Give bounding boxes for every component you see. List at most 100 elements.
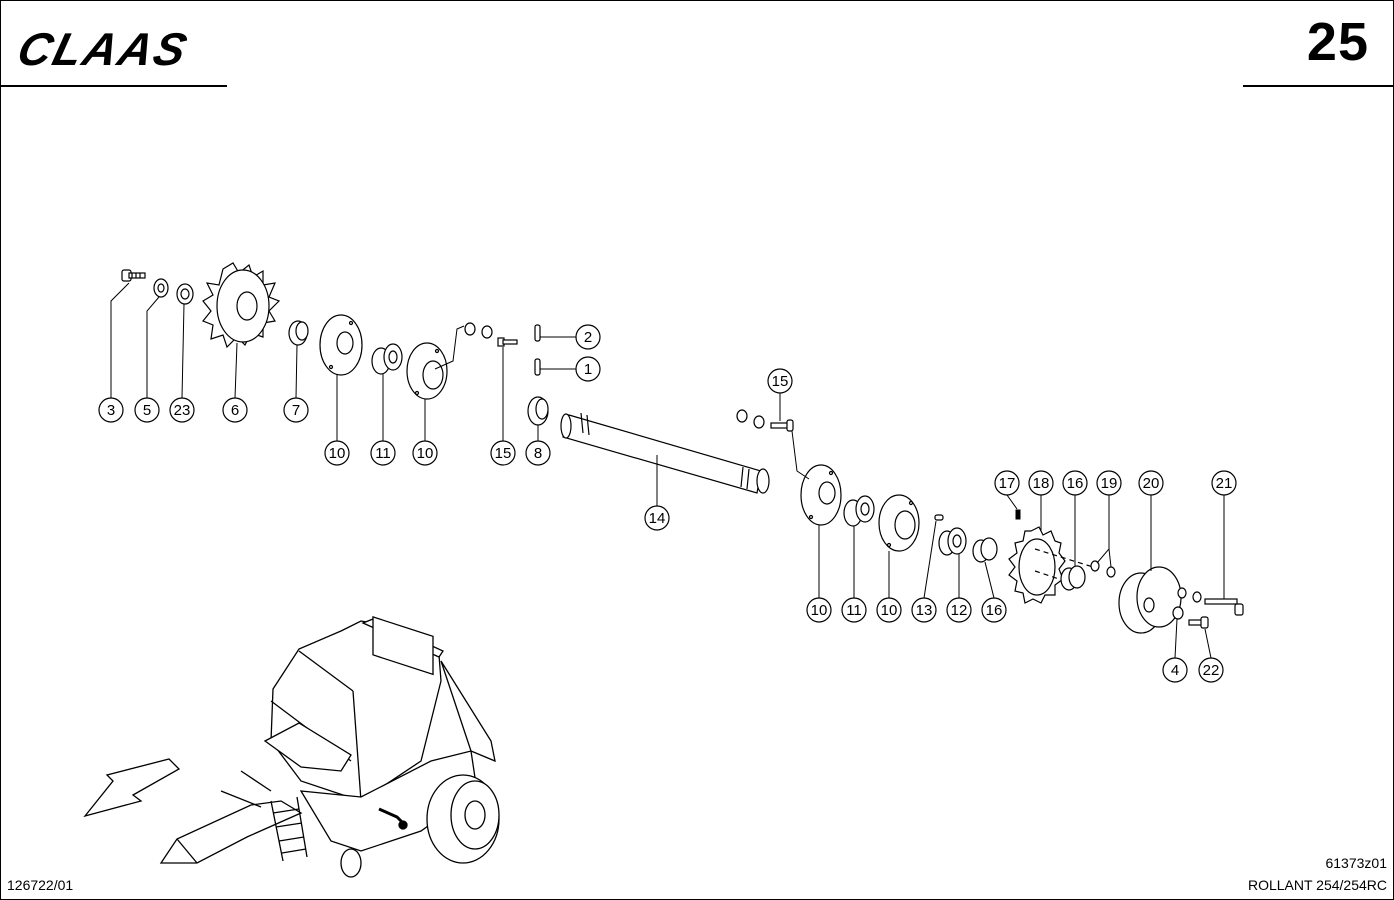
- machine-overview-illustration: [83, 616, 500, 878]
- part-plate-10c: [800, 464, 842, 526]
- callout-circle: [490, 440, 516, 466]
- callout-label: 13: [916, 602, 933, 619]
- callout-circle: [994, 470, 1020, 496]
- callout-label: 2: [584, 329, 592, 346]
- callout-label: 16: [986, 602, 1003, 619]
- part-hub-20: [1118, 566, 1182, 634]
- callout-label: 3: [107, 402, 115, 419]
- callout-circle: [412, 440, 438, 466]
- callout-circle: [1062, 470, 1088, 496]
- callout-c12: 12: [946, 597, 972, 623]
- callout-circle: [981, 597, 1007, 623]
- callout-label: 4: [1171, 662, 1179, 679]
- leader-lines: [110, 282, 1225, 659]
- part-hardware-4-21-22: [1172, 587, 1244, 629]
- callout-c8: 8: [525, 440, 551, 466]
- part-plate-10d: [878, 494, 920, 552]
- callout-circle: [1138, 470, 1164, 496]
- image-code: 61373z01: [1325, 855, 1387, 871]
- part-sprocket-18: [1008, 526, 1094, 604]
- callout-label: 10: [329, 445, 346, 462]
- callout-circle: [525, 440, 551, 466]
- callout-circle: [575, 324, 601, 350]
- part-washer-19: [1090, 560, 1116, 578]
- callout-c2: 2: [575, 324, 601, 350]
- callout-circle: [324, 440, 350, 466]
- part-plate-10b: [406, 342, 448, 400]
- callout-circle: [134, 397, 160, 423]
- callout-circle: [1198, 657, 1224, 683]
- callout-c10d: 10: [876, 597, 902, 623]
- callout-label: 16: [1067, 475, 1084, 492]
- callout-c15a: 15: [490, 440, 516, 466]
- callout-c21: 21: [1211, 470, 1237, 496]
- part-bushing-16b: [1060, 565, 1086, 591]
- part-bushing-8: [527, 396, 549, 426]
- callout-c17: 17: [994, 470, 1020, 496]
- part-nut-small: [464, 322, 518, 347]
- part-plate-10a: [319, 314, 363, 376]
- callout-c13: 13: [911, 597, 937, 623]
- callout-label: 12: [951, 602, 968, 619]
- part-bearing-11a: [371, 343, 403, 375]
- callout-label: 21: [1216, 475, 1233, 492]
- callout-c1: 1: [575, 356, 601, 382]
- callout-circle: [806, 597, 832, 623]
- callout-c18: 18: [1028, 470, 1054, 496]
- travel-direction-arrow-icon: [83, 758, 181, 818]
- page-number: 25: [1306, 12, 1369, 72]
- callout-c5: 5: [134, 397, 160, 423]
- callout-label: 5: [143, 402, 151, 419]
- callout-circle: [283, 397, 309, 423]
- callout-label: 19: [1101, 475, 1118, 492]
- part-pins: [534, 324, 541, 376]
- callout-c14: 14: [644, 505, 670, 531]
- callout-label: 10: [417, 445, 434, 462]
- callout-c6: 6: [222, 397, 248, 423]
- callout-label: 1: [584, 361, 592, 378]
- part-bearing-11b: [843, 495, 875, 527]
- callout-label: 11: [846, 602, 862, 619]
- callout-label: 7: [292, 402, 300, 419]
- callout-label: 14: [649, 510, 666, 527]
- callout-c3: 3: [98, 397, 124, 423]
- callout-label: 17: [999, 475, 1016, 492]
- callout-c10c: 10: [806, 597, 832, 623]
- ladder-icon: [270, 796, 308, 862]
- callout-label: 10: [881, 602, 898, 619]
- callout-circle: [169, 397, 195, 423]
- callout-label: 18: [1033, 475, 1050, 492]
- callout-circle: [370, 440, 396, 466]
- callout-circle: [644, 505, 670, 531]
- callout-circle: [911, 597, 937, 623]
- callout-c7: 7: [283, 397, 309, 423]
- part-gear-6: [202, 262, 281, 349]
- callout-c15b: 15: [767, 368, 793, 394]
- callout-label: 15: [772, 373, 789, 390]
- callout-c4: 4: [1162, 657, 1188, 683]
- part-bushing-16a: [972, 537, 998, 563]
- model-name: ROLLANT 254/254RC: [1247, 877, 1387, 893]
- callout-c16a: 16: [981, 597, 1007, 623]
- callout-c19: 19: [1096, 470, 1122, 496]
- callout-c20: 20: [1138, 470, 1164, 496]
- callout-circle: [841, 597, 867, 623]
- callout-label: 20: [1143, 475, 1160, 492]
- callout-circle: [98, 397, 124, 423]
- part-bolt-15b: [736, 409, 794, 432]
- callout-circle: [946, 597, 972, 623]
- callout-c16b: 16: [1062, 470, 1088, 496]
- part-pin-17: [1015, 509, 1021, 520]
- callout-circle: [575, 356, 601, 382]
- callout-c23: 23: [169, 397, 195, 423]
- callout-c11a: 11: [370, 440, 396, 466]
- callout-circle: [1211, 470, 1237, 496]
- callout-label: 10: [811, 602, 828, 619]
- callout-c10a: 10: [324, 440, 350, 466]
- part-ring-23: [176, 283, 194, 305]
- part-washer-5: [153, 278, 169, 298]
- part-bushing-7: [288, 320, 309, 346]
